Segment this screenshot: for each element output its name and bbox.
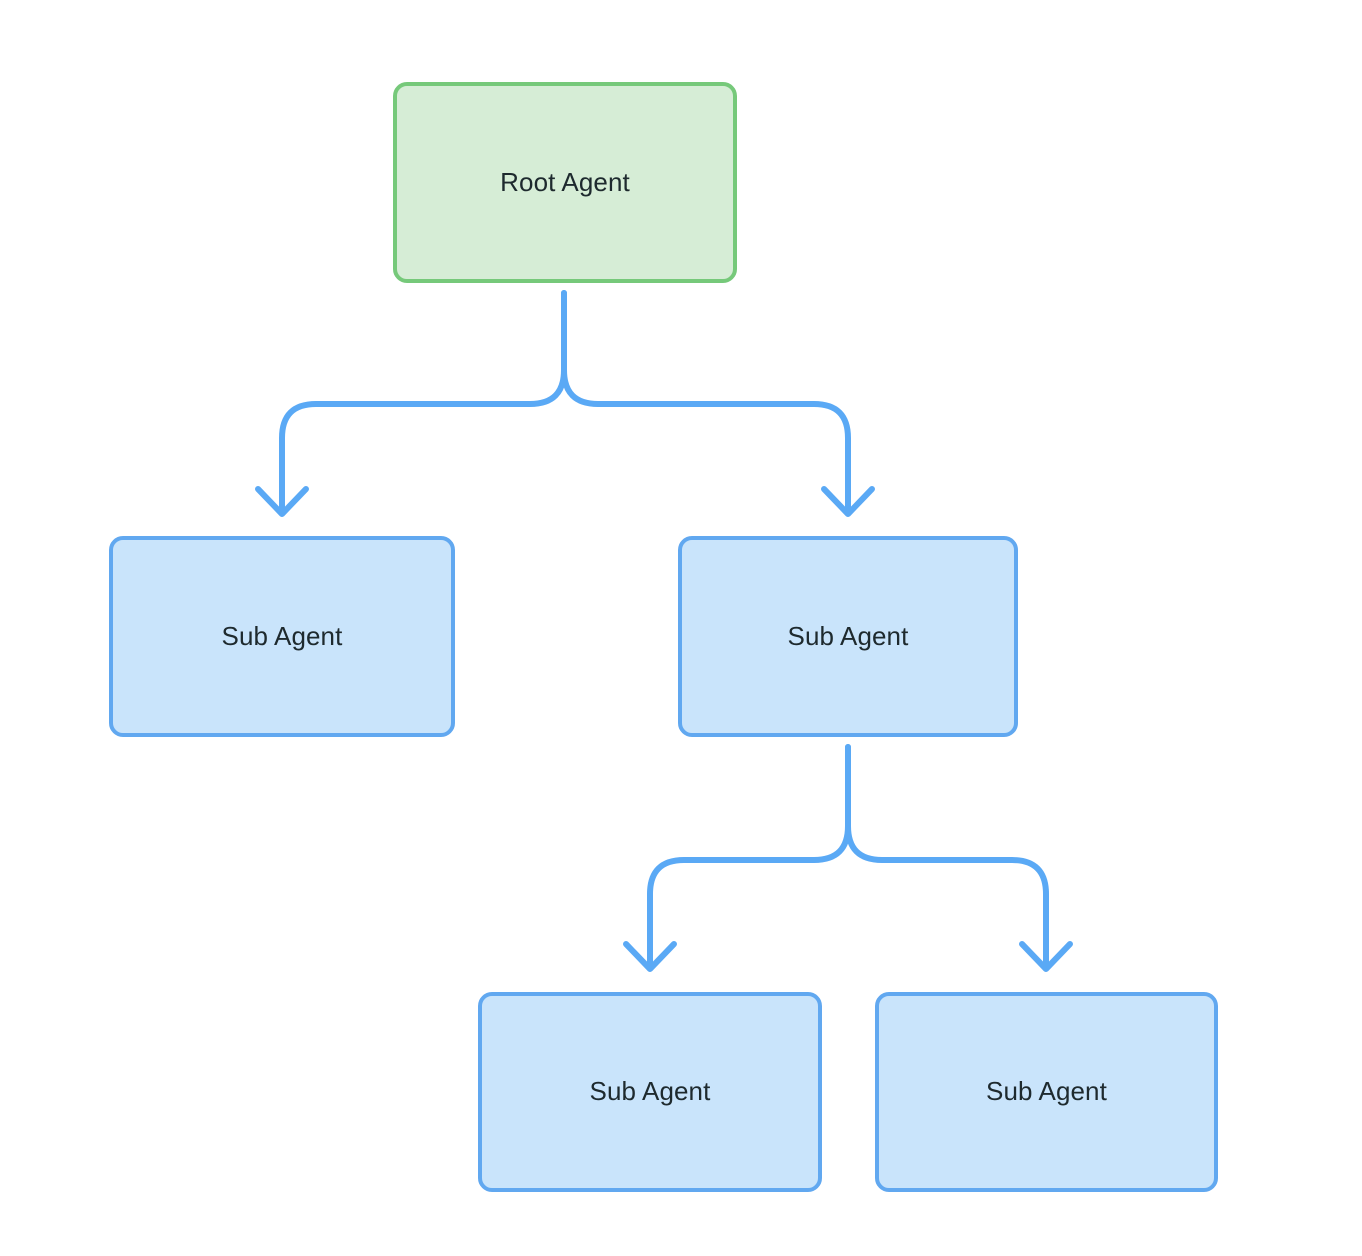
edge-sub2-to-sub4-path <box>845 744 1049 966</box>
edge-root-to-sub2-path <box>561 290 851 511</box>
node-root-agent[interactable]: Root Agent <box>393 82 737 283</box>
edge-root-to-sub2-arrowhead <box>821 486 875 517</box>
node-sub-agent-1[interactable]: Sub Agent <box>109 536 455 737</box>
edge-sub2-to-sub3-path <box>647 744 851 966</box>
edge-root-to-sub1-arrowhead <box>255 486 309 517</box>
node-sub-agent-1-label: Sub Agent <box>221 620 343 651</box>
node-sub-agent-3[interactable]: Sub Agent <box>478 992 822 1192</box>
edge-sub2-to-sub4-arrowhead <box>1019 941 1073 972</box>
edge-sub2-to-sub3-arrowhead <box>623 941 677 972</box>
edge-root-to-sub1-path <box>279 290 567 511</box>
node-sub-agent-4-label: Sub Agent <box>986 1076 1107 1107</box>
node-sub-agent-3-label: Sub Agent <box>589 1076 711 1107</box>
node-sub-agent-2[interactable]: Sub Agent <box>678 536 1018 737</box>
node-root-agent-label: Root Agent <box>500 166 630 197</box>
node-sub-agent-2-label: Sub Agent <box>787 620 909 651</box>
node-sub-agent-4[interactable]: Sub Agent <box>875 992 1218 1192</box>
